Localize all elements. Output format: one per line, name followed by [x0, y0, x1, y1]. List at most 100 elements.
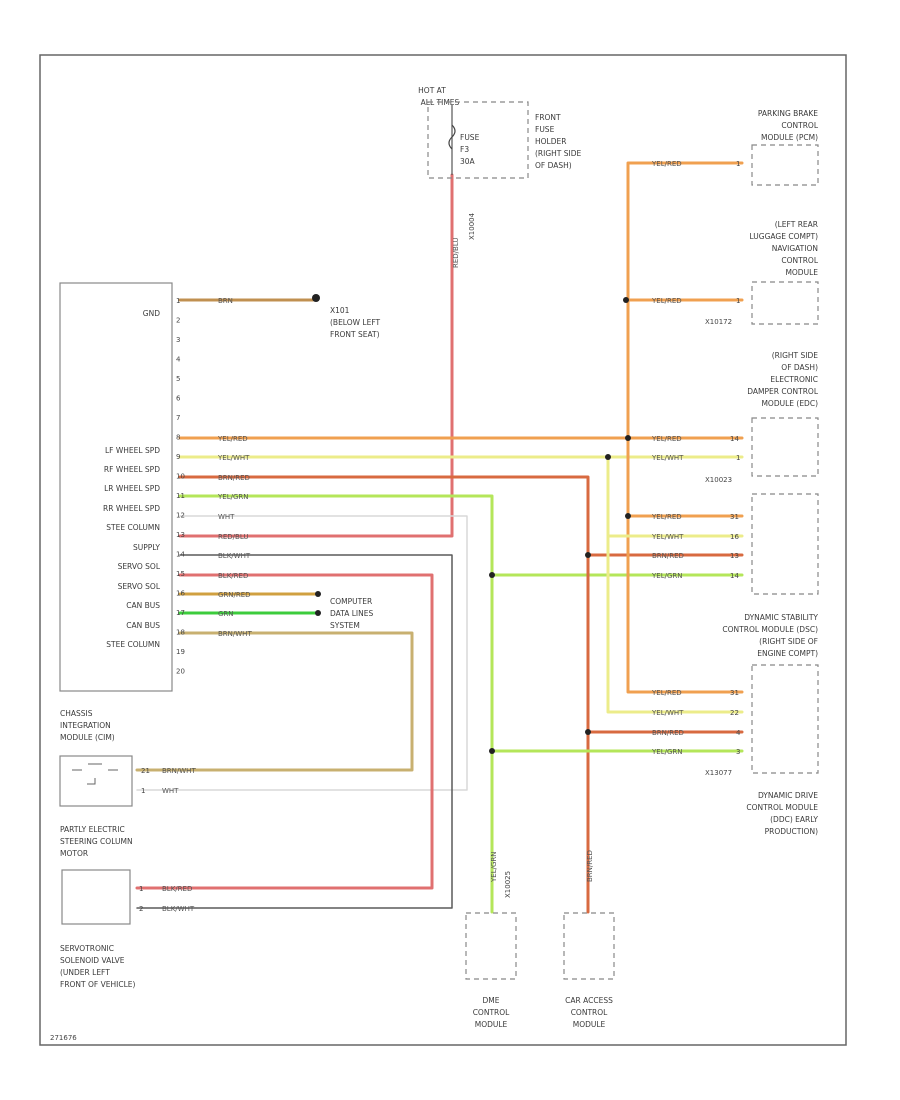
cim-box	[59, 755, 133, 807]
nav-line-3: NAVIGATION	[772, 244, 818, 253]
main-pin-1: 1	[176, 297, 180, 305]
motor-wire-2-label: BLK/WHT	[162, 905, 195, 913]
motor-wire-2-pin: 2	[139, 905, 143, 913]
dme-connector-id: X10025	[504, 871, 512, 898]
fuse-label: FUSE F3 30A	[460, 133, 480, 166]
fuse-holder-line-3: HOLDER	[535, 137, 566, 146]
wire-label-yel-grn: YEL/GRN	[217, 493, 248, 501]
mid-wire-3-label: BRN/RED	[652, 552, 684, 560]
fuse-line-1: FUSE	[460, 133, 480, 142]
ground-line-1: X101	[330, 306, 350, 315]
label-steer-column-1: STEE COLUMN	[106, 523, 160, 532]
navigation-module-label: (LEFT REAR LUGGAGE COMPT) NAVIGATION CON…	[750, 220, 819, 277]
car-access-line-2: CONTROL	[571, 1008, 608, 1017]
wire-label-brn: BRN	[218, 297, 233, 305]
wire-yel-grn-11	[178, 494, 744, 577]
main-pin-15: 15	[176, 570, 185, 578]
label-lr-wheel: LR WHEEL SPD	[104, 484, 160, 493]
fuse-line-2: F3	[460, 145, 469, 154]
wire-blk-wht-14	[136, 554, 453, 909]
label-lf-wheel: LF WHEEL SPD	[105, 446, 160, 455]
dme-label: DME CONTROL MODULE	[473, 996, 510, 1029]
servo-line-4: FRONT OF VEHICLE)	[60, 980, 135, 989]
dsc-connector	[751, 664, 819, 774]
main-pin-4: 4	[176, 356, 181, 364]
fuse-line-3: 30A	[460, 157, 476, 166]
computer-data-lines-label: COMPUTER DATA LINES SYSTEM	[330, 597, 373, 630]
nav-pin: 1	[736, 297, 740, 305]
mid-wire-4-label: YEL/GRN	[651, 572, 682, 580]
pcm-line-3: MODULE (PCM)	[761, 133, 818, 142]
wire-label-blk-wht: BLK/WHT	[218, 552, 251, 560]
dsc-wire-1-label: YEL/RED	[651, 689, 682, 697]
ddc-line-3: (DDC) EARLY	[770, 815, 818, 824]
dsc-line-2: CONTROL MODULE (DSC)	[722, 625, 818, 634]
wire-label-yel-red: YEL/RED	[217, 435, 248, 443]
cim-switch-symbol	[72, 763, 118, 785]
dme-line-2: CONTROL	[473, 1008, 510, 1017]
ground-line-2: (BELOW LEFT	[330, 318, 381, 327]
main-pin-17: 17	[176, 609, 185, 617]
red-blu-vertical-label: RED/BLU	[452, 237, 460, 268]
wire-brn-red-bus	[586, 553, 744, 734]
wire-label-brn-red: BRN/RED	[218, 474, 250, 482]
splice-brn-red-mid	[585, 552, 591, 558]
wire-label-grn-red: GRN/RED	[218, 591, 251, 599]
edc-line-3: ELECTRONIC	[770, 375, 818, 384]
dsc-line-3: (RIGHT SIDE OF	[759, 637, 818, 646]
wire-yel-wht-bus	[606, 455, 744, 714]
wire-yel-grn-bus	[490, 573, 744, 753]
splice-brn-red-dsc	[585, 729, 591, 735]
pcm-pin: 1	[736, 160, 740, 168]
splice-yel-red-luggage	[623, 297, 629, 303]
label-supply: SUPPLY	[133, 543, 160, 552]
main-module-box	[59, 282, 173, 692]
wire-label-yel-wht: YEL/WHT	[217, 454, 250, 462]
car-access-connector	[563, 912, 615, 980]
motor-line-1: PARTLY ELECTRIC	[60, 825, 125, 834]
label-rr-wheel: RR WHEEL SPD	[103, 504, 160, 513]
navigation-connector	[751, 281, 819, 325]
dsc-label: DYNAMIC STABILITY CONTROL MODULE (DSC) (…	[722, 613, 818, 658]
main-pin-20: 20	[176, 668, 185, 676]
main-pin-2: 2	[176, 317, 180, 325]
left-wire-labels: BRN YEL/RED YEL/WHT BRN/RED YEL/GRN WHT …	[217, 297, 252, 638]
dsc-wire-3-label: BRN/RED	[652, 729, 684, 737]
computer-line-3: SYSTEM	[330, 621, 360, 630]
edc-line-5: MODULE (EDC)	[761, 399, 818, 408]
dme-connector	[465, 912, 517, 980]
ddc-line-4: PRODUCTION)	[765, 827, 818, 836]
splice-yel-red-edc	[625, 435, 631, 441]
edc-line-4: DAMPER CONTROL	[747, 387, 819, 396]
pcm-line-1: PARKING BRAKE	[758, 109, 818, 118]
splice-can1	[315, 591, 321, 597]
edc-connector	[751, 417, 819, 477]
main-pin-10: 10	[176, 473, 185, 481]
edc-label: (RIGHT SIDE OF DASH) ELECTRONIC DAMPER C…	[747, 351, 819, 408]
motor-line-3: MOTOR	[60, 849, 88, 858]
ground-label: X101 (BELOW LEFT FRONT SEAT)	[330, 306, 381, 339]
mid-wire-2-pin: 16	[730, 533, 739, 541]
main-pin-12: 12	[176, 512, 185, 520]
parking-brake-connector	[751, 144, 819, 186]
edc-wire-1-pin: 14	[730, 435, 739, 443]
dsc-connector-id: X13077	[705, 769, 732, 777]
dme-line-1: DME	[483, 996, 500, 1005]
splice-yel-grn-dsc	[489, 748, 495, 754]
cim-line-2: INTEGRATION	[60, 721, 111, 730]
cim-line-3: MODULE (CIM)	[60, 733, 115, 742]
dsc-wire-2-pin: 22	[730, 709, 739, 717]
main-pin-18: 18	[176, 629, 185, 637]
servo-line-3: (UNDER LEFT	[60, 968, 110, 977]
main-pin-5: 5	[176, 375, 180, 383]
fuse-holder-line-5: OF DASH)	[535, 161, 572, 170]
computer-line-2: DATA LINES	[330, 609, 373, 618]
main-pin-6: 6	[176, 395, 181, 403]
diagram-frame	[39, 54, 847, 1046]
motor-box	[61, 869, 131, 925]
label-can-bus-1: CAN BUS	[126, 601, 160, 610]
edc-line-2: OF DASH)	[781, 363, 818, 372]
fuse-holder-line-2: FUSE	[535, 125, 555, 134]
label-gnd: GND	[143, 309, 160, 318]
fuse-symbol	[448, 124, 456, 150]
